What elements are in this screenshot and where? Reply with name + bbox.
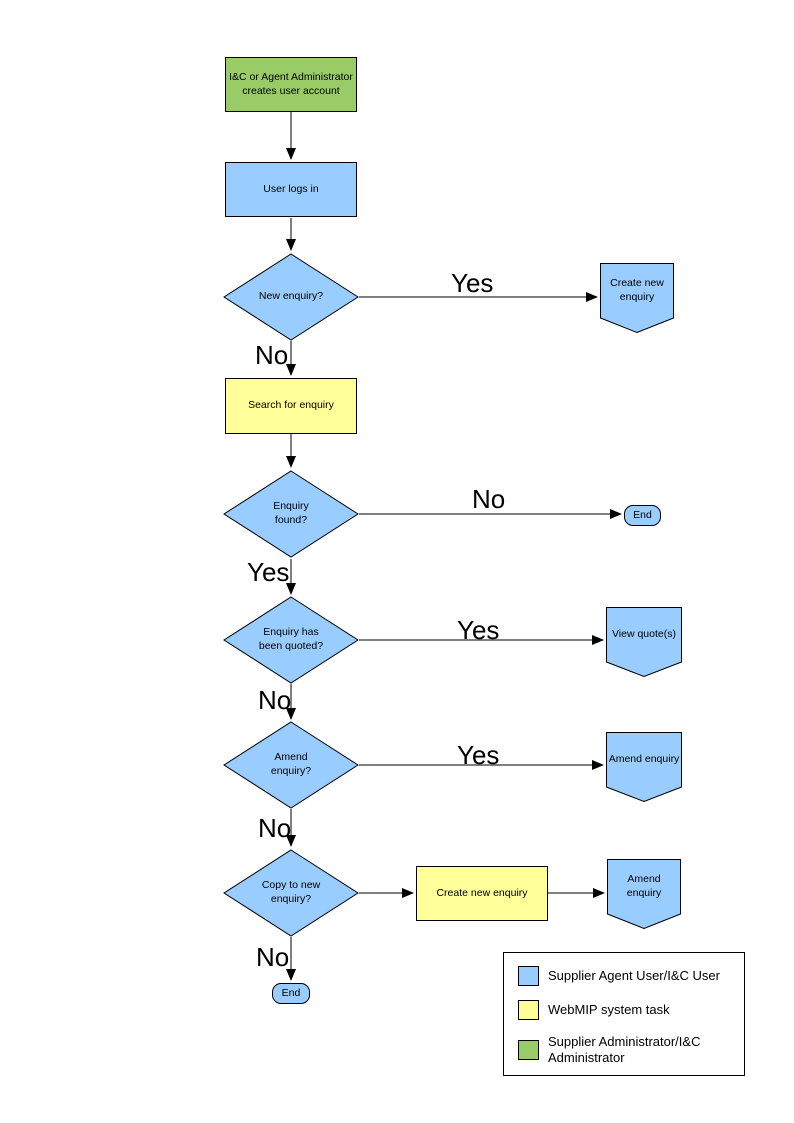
- edge-label-enquiry-quoted-no: No: [258, 685, 292, 715]
- edge-label-amend-no: No: [258, 813, 292, 843]
- legend: Supplier Agent User/I&C User WebMIP syst…: [503, 952, 745, 1076]
- legend-item: Supplier Administrator/I&C Administrator: [518, 1034, 730, 1066]
- diamond-shape: [223, 596, 359, 684]
- offpage-view-quotes: View quote(s): [606, 607, 682, 677]
- process-user-logs-in: User logs in: [225, 162, 357, 217]
- offpage-label: View quote(s): [611, 627, 676, 640]
- edge-label-enquiry-quoted-yes: Yes: [457, 615, 500, 645]
- offpage-amend-enquiry-2: Amend enquiry: [607, 859, 681, 929]
- decision-label: New enquiry?: [258, 290, 324, 303]
- decision-label: Enquiry has been quoted?: [258, 626, 324, 652]
- offpage-label: Amend enquiry: [608, 752, 680, 765]
- diamond-fill: [223, 721, 359, 809]
- offpage-amend-enquiry-1: Amend enquiry: [606, 732, 682, 802]
- diamond-fill: [223, 849, 359, 937]
- offpage-label: Amend enquiry: [626, 872, 662, 899]
- decision-enquiry-found: Enquiry found?: [223, 470, 359, 558]
- legend-swatch-green: [518, 1039, 539, 1060]
- decision-label: Enquiry found?: [273, 500, 309, 526]
- edge-label-amend-yes: Yes: [457, 740, 500, 770]
- process-search-for-enquiry: Search for enquiry: [225, 378, 357, 434]
- legend-item-label: Supplier Administrator/I&C Administrator: [548, 1034, 701, 1065]
- diamond-shape: [223, 253, 359, 341]
- legend-swatch-yellow: [518, 1000, 539, 1020]
- offpage-create-new-enquiry: Create new enquiry: [600, 263, 674, 333]
- offpage-shape: [606, 732, 682, 802]
- offpage-shape: [607, 859, 681, 929]
- diamond-fill: [223, 596, 359, 684]
- edge-label-enquiry-found-yes: Yes: [247, 557, 290, 587]
- decision-enquiry-quoted: Enquiry has been quoted?: [223, 596, 359, 684]
- edge-label-new-enquiry-yes: Yes: [451, 268, 494, 298]
- legend-swatch-blue: [518, 966, 539, 986]
- decision-copy-to-new-enquiry: Copy to new enquiry?: [223, 849, 359, 937]
- legend-item-label: WebMIP system task: [548, 1002, 670, 1018]
- offpage-fill: [607, 859, 681, 929]
- edge-label-new-enquiry-no: No: [255, 340, 289, 370]
- offpage-shape: [606, 607, 682, 677]
- terminator-end-bottom: End: [272, 983, 310, 1004]
- offpage-label: Create new enquiry: [610, 276, 664, 303]
- edge-label-enquiry-found-no: No: [472, 484, 506, 514]
- legend-item: WebMIP system task: [518, 1000, 730, 1020]
- legend-item: Supplier Agent User/I&C User: [518, 966, 730, 986]
- decision-label: Copy to new enquiry?: [261, 879, 321, 905]
- legend-item-label: Supplier Agent User/I&C User: [548, 968, 720, 984]
- process-admin-creates-account: I&C or Agent Administrator creates user …: [225, 57, 357, 112]
- offpage-fill: [606, 732, 682, 802]
- terminator-end-right: End: [624, 505, 661, 526]
- edge-label-copy-no: No: [256, 942, 290, 972]
- decision-label: Amend enquiry?: [270, 751, 312, 777]
- diamond-fill: [223, 253, 359, 341]
- decision-amend-enquiry: Amend enquiry?: [223, 721, 359, 809]
- offpage-fill: [606, 607, 682, 677]
- process-create-new-enquiry: Create new enquiry: [416, 866, 548, 921]
- diamond-shape: [223, 849, 359, 937]
- offpage-shape: [600, 263, 674, 333]
- decision-new-enquiry: New enquiry?: [223, 253, 359, 341]
- offpage-fill: [600, 263, 674, 333]
- diamond-shape: [223, 721, 359, 809]
- diamond-fill: [223, 470, 359, 558]
- diamond-shape: [223, 470, 359, 558]
